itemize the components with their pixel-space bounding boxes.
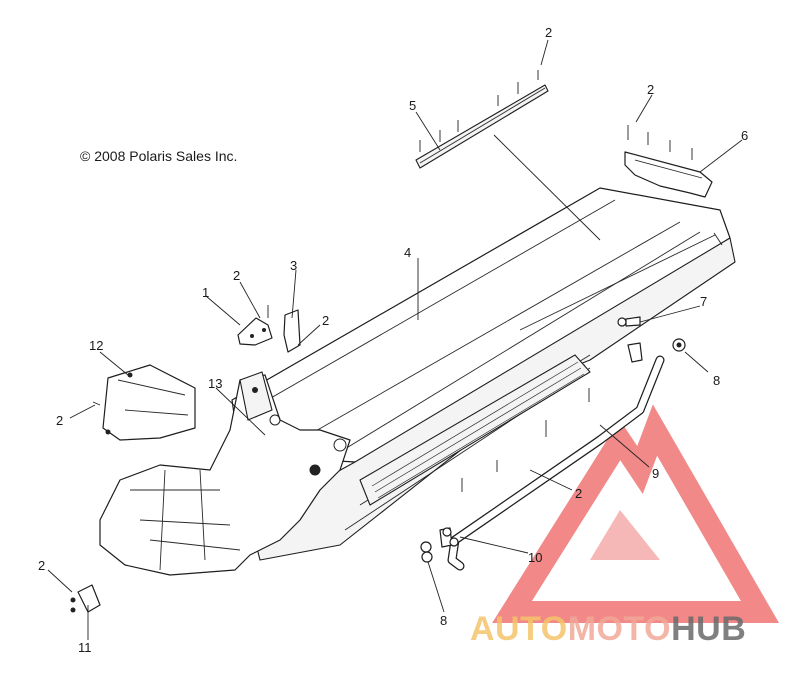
bracket-12-part	[102, 364, 196, 441]
bracket-11-part	[70, 584, 101, 613]
front-chassis-part	[99, 371, 351, 576]
callout-10: 10	[528, 550, 542, 565]
callout-2: 2	[647, 82, 654, 97]
callout-2: 2	[38, 558, 45, 573]
rivet-2-icons	[92, 232, 723, 492]
callout-2: 2	[322, 313, 329, 328]
callout-3: 3	[290, 258, 297, 273]
callout-9: 9	[652, 466, 659, 481]
callout-6: 6	[741, 128, 748, 143]
copyright-notice: © 2008 Polaris Sales Inc.	[80, 148, 237, 164]
callout-7: 7	[700, 294, 707, 309]
fastener-10-icon	[442, 527, 459, 547]
callout-11: 11	[78, 640, 92, 655]
callout-2: 2	[56, 413, 63, 428]
running-board-mesh	[359, 354, 591, 506]
bracket-3-part	[283, 309, 301, 353]
watermark-part-3: HUB	[671, 610, 746, 648]
callout-4: 4	[404, 245, 411, 260]
fastener-7-icon	[617, 316, 641, 327]
watermark-logo-icon	[492, 404, 780, 623]
callout-2: 2	[575, 486, 582, 501]
callout-8: 8	[440, 613, 447, 628]
callout-labels: 1 2 3 2 4 5 2 2 6 7 8 9 2 10 8 11 2 12 2…	[38, 25, 748, 655]
nut-8-icon	[672, 338, 686, 352]
rear-bracket-part	[624, 125, 713, 198]
callout-8: 8	[713, 373, 720, 388]
rail-part	[415, 70, 549, 169]
callout-2: 2	[545, 25, 552, 40]
callout-5: 5	[409, 98, 416, 113]
nut-8b-icon	[420, 541, 433, 563]
watermark-text: AUTOMOTOHUB	[470, 610, 746, 648]
watermark-part-1: AUTO	[470, 610, 568, 648]
callout-13: 13	[208, 376, 222, 391]
leader-lines	[47, 39, 743, 640]
callout-2: 2	[233, 268, 240, 283]
bracket-1-part	[237, 317, 273, 346]
watermark-part-2: MOTO	[568, 610, 671, 648]
callout-1: 1	[202, 285, 209, 300]
callout-12: 12	[89, 338, 103, 353]
